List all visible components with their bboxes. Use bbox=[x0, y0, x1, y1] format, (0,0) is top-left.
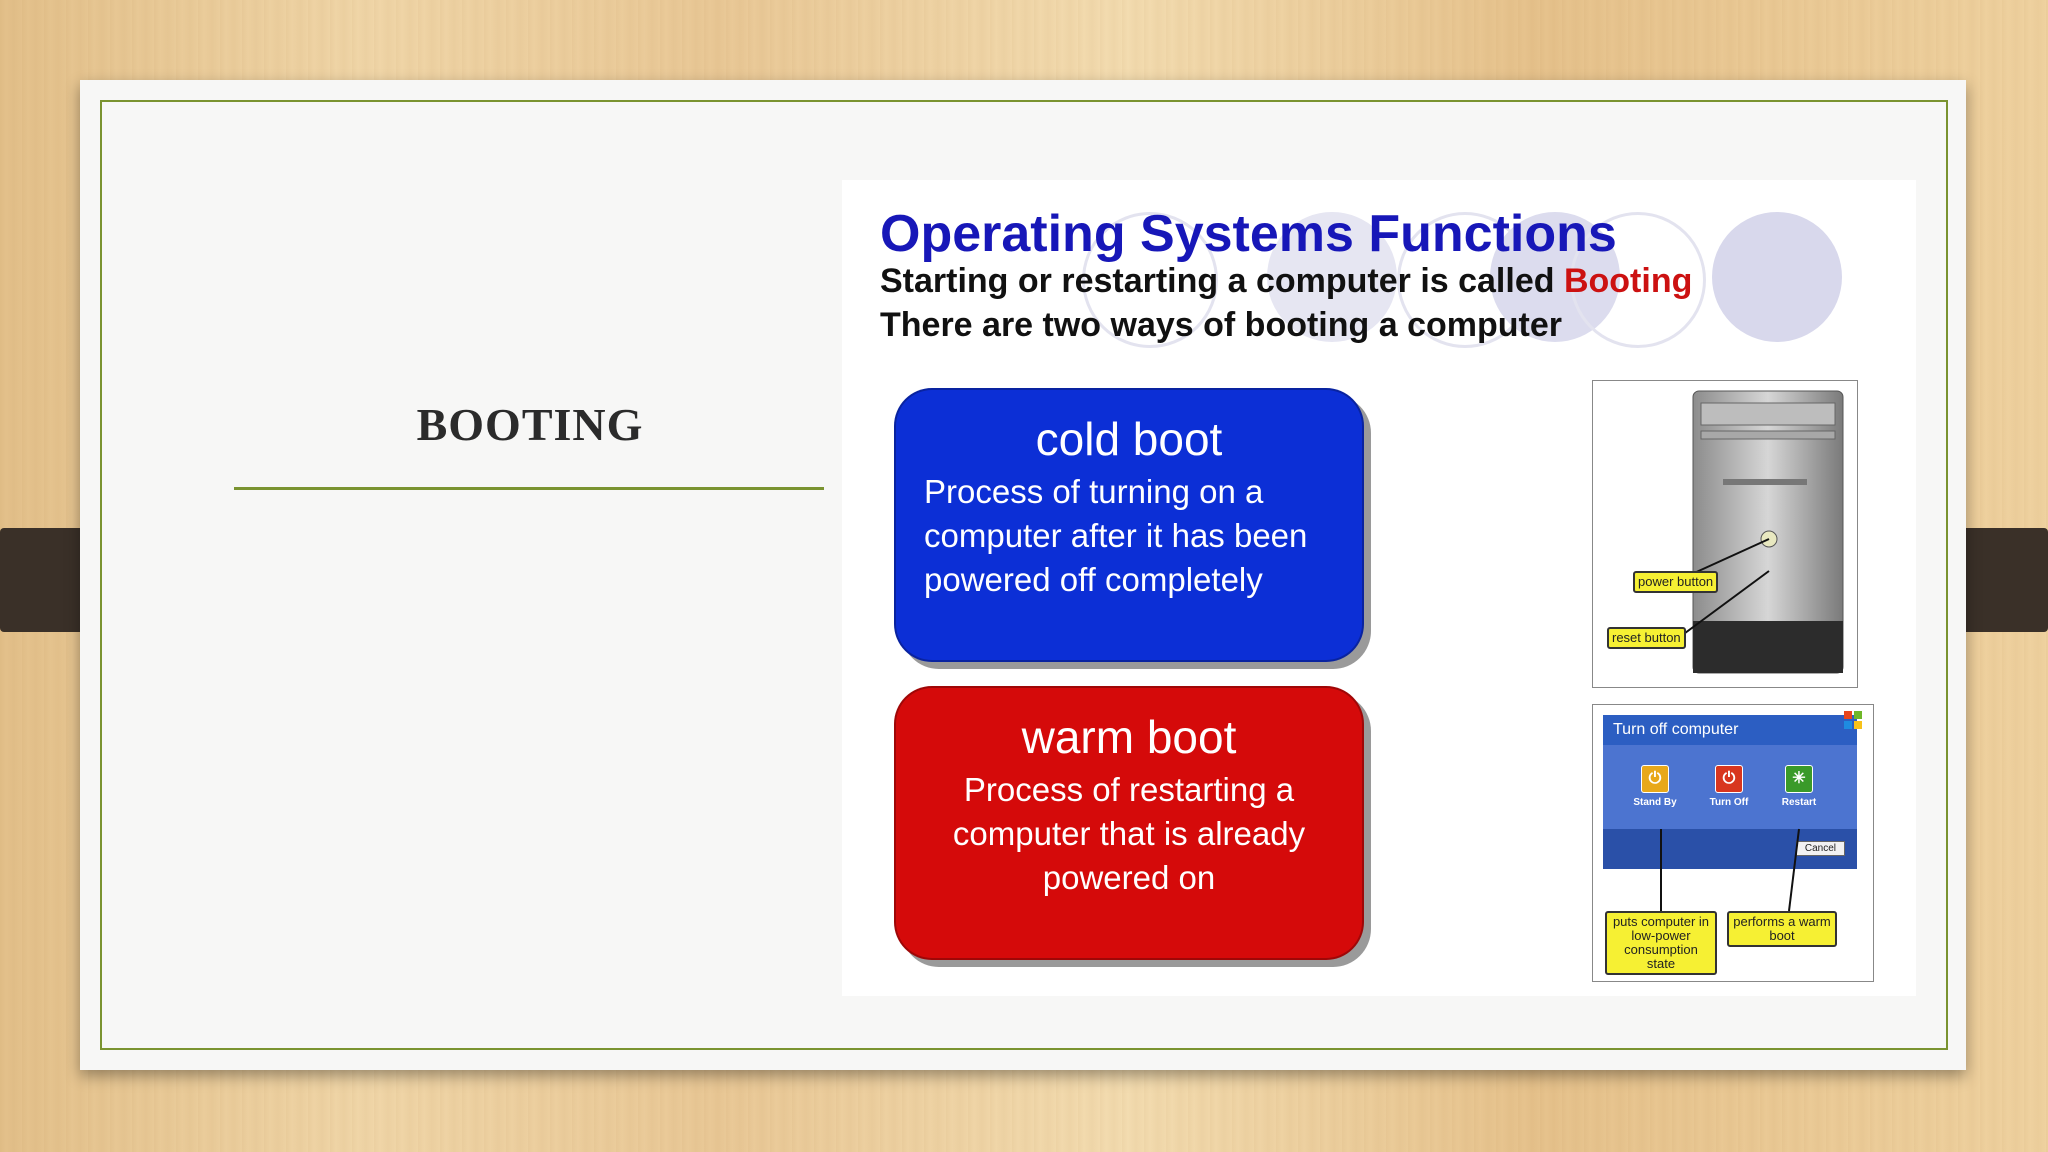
turn-off-dialog-image: Turn off computer ⏻ Stand By ⏻ Turn Off … bbox=[1592, 704, 1874, 982]
cold-boot-description: Process of turning on a computer after i… bbox=[924, 473, 1308, 598]
turn-off-option: ⏻ Turn Off bbox=[1707, 765, 1751, 808]
restart-label: Restart bbox=[1781, 797, 1817, 808]
dialog-title: Turn off computer bbox=[1603, 715, 1857, 745]
decor-circle bbox=[1570, 212, 1706, 348]
turn-off-label: Turn Off bbox=[1709, 797, 1749, 808]
computer-tower-icon bbox=[1680, 390, 1844, 674]
heading-underline bbox=[234, 487, 824, 490]
computer-tower-image: power button reset button bbox=[1592, 380, 1858, 688]
callout-arrows bbox=[1660, 828, 1800, 912]
warm-boot-box: warm boot Process of restarting a comput… bbox=[894, 686, 1364, 960]
power-icon: ⏻ bbox=[1715, 765, 1743, 793]
booting-term: Booting bbox=[1563, 262, 1693, 300]
power-button-callout: power button bbox=[1633, 571, 1719, 593]
booting-definition: Starting or restarting a computer is cal… bbox=[880, 262, 1692, 301]
reset-button-callout: reset button bbox=[1607, 627, 1686, 649]
slide-heading: BOOTING bbox=[416, 399, 644, 450]
slide: BOOTING Operating Systems Functions Star… bbox=[80, 80, 1966, 1070]
slide-border bbox=[100, 100, 1948, 1050]
definition-text: Starting or restarting a computer is cal… bbox=[880, 262, 1564, 300]
content-image-panel: Operating Systems Functions Starting or … bbox=[842, 180, 1916, 996]
decor-circle bbox=[1267, 212, 1397, 342]
booting-ways: There are two ways of booting a computer bbox=[880, 306, 1562, 344]
restart-option: ✳ Restart bbox=[1777, 765, 1821, 808]
standby-callout: puts computer in low-power consumption s… bbox=[1605, 911, 1717, 975]
stand-by-option: ⏻ Stand By bbox=[1633, 765, 1677, 808]
cold-boot-box: cold boot Process of turning on a comput… bbox=[894, 388, 1364, 662]
restart-icon: ✳ bbox=[1785, 765, 1813, 793]
decor-circle bbox=[1712, 212, 1842, 342]
cold-boot-title: cold boot bbox=[1035, 413, 1223, 465]
windows-logo-icon bbox=[1844, 711, 1862, 729]
decor-circle bbox=[1082, 212, 1218, 348]
stand-by-label: Stand By bbox=[1633, 797, 1677, 808]
dialog-footer: Cancel bbox=[1603, 829, 1857, 869]
warm-boot-description: Process of restarting a computer that is… bbox=[952, 771, 1306, 896]
warm-boot-title: warm boot bbox=[1021, 711, 1237, 763]
restart-callout: performs a warm boot bbox=[1727, 911, 1837, 947]
standby-icon: ⏻ bbox=[1641, 765, 1669, 793]
panel-title: Operating Systems Functions bbox=[880, 205, 1617, 263]
